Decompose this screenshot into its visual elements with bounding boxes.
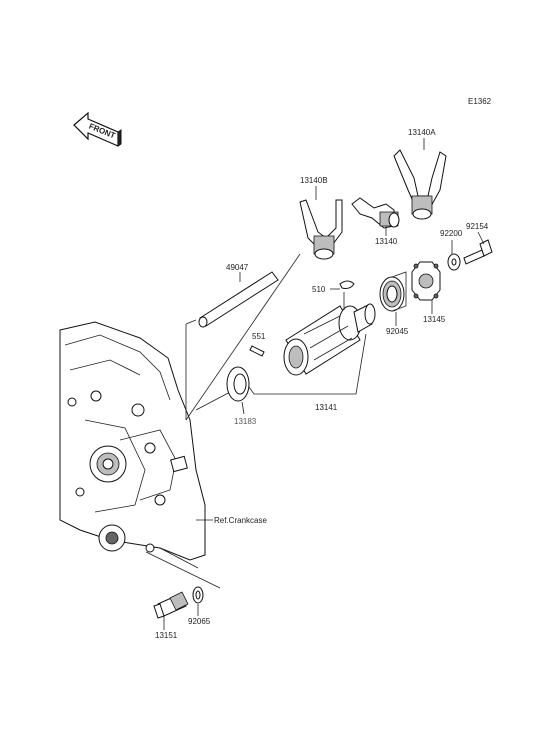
bolt-92154 [463,239,493,265]
label-13140A: 13140A [408,128,436,137]
label-551: 551 [252,332,266,341]
fork-13140 [351,197,400,229]
washer-92200 [447,253,461,271]
ref-crankcase-label: Ref.Crankcase [214,516,267,525]
diagram-code: E1362 [468,97,492,106]
front-arrow-icon: FRONT [73,111,122,147]
label-92065: 92065 [188,617,211,626]
label-13140B: 13140B [300,176,328,185]
shift-drum-13141 [283,303,376,376]
switch-13151 [153,591,189,619]
fork-13140A [393,149,447,220]
label-13151: 13151 [155,631,178,640]
label-13140: 13140 [375,237,398,246]
label-510: 510 [312,285,326,294]
label-13183: 13183 [234,417,257,426]
cam-13145 [411,261,441,301]
bearing-92045 [379,271,407,312]
label-13145: 13145 [423,315,446,324]
crankcase [59,321,206,561]
shaft-49047 [198,271,279,328]
label-13141: 13141 [315,403,338,412]
circlip-510 [339,280,355,289]
label-92200: 92200 [440,229,463,238]
label-92154: 92154 [466,222,489,231]
washer-13183 [226,366,250,402]
fork-13140B [299,199,343,260]
o-ring-92065 [192,586,204,604]
pin-551 [249,345,265,357]
label-92045: 92045 [386,327,409,336]
label-49047: 49047 [226,263,249,272]
